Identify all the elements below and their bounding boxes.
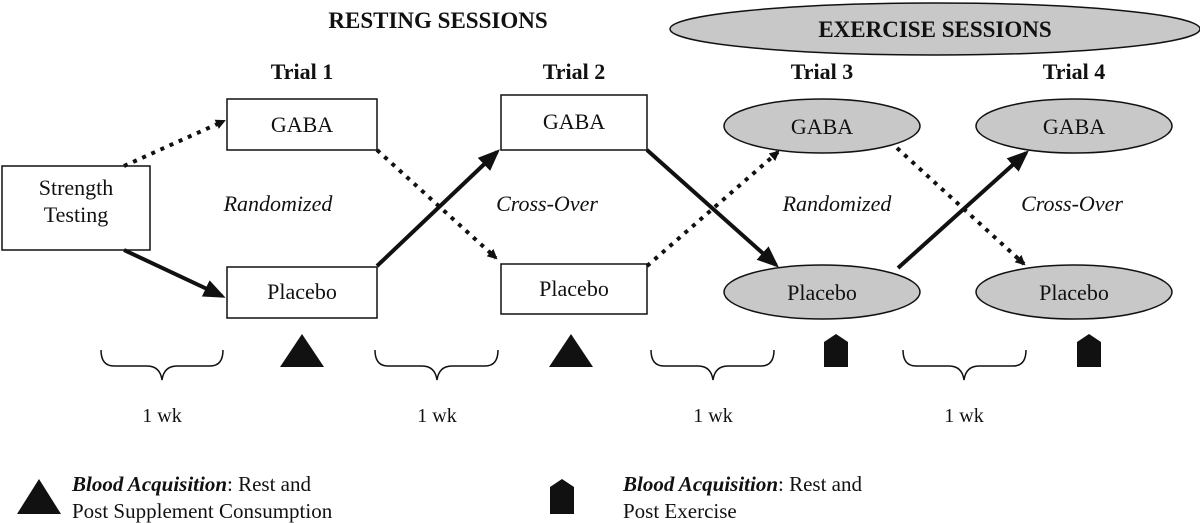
arrow-gaba3-to-placebo4 xyxy=(895,146,1026,266)
triangle-marker-trial-1 xyxy=(280,334,324,367)
pentagon-marker-trial-3 xyxy=(824,334,848,367)
phase-label-randomized-1: Randomized xyxy=(223,191,334,216)
exercise-sessions-ellipse xyxy=(669,2,1200,56)
trial-4-gaba-ellipse xyxy=(975,98,1173,154)
washout-label-2: 1 wk xyxy=(417,405,456,427)
legend-item-1-line2: Post Supplement Consumption xyxy=(72,499,333,523)
trial-4-label: Trial 4 xyxy=(1043,59,1106,84)
pentagon-marker-trial-4 xyxy=(1077,334,1101,367)
strength-testing-box xyxy=(1,165,151,251)
legend-item-2-bold: Blood Acquisition xyxy=(622,472,778,496)
washout-label-4: 1 wk xyxy=(944,405,983,427)
washout-label-1: 1 wk xyxy=(142,405,181,427)
phase-label-crossover-2: Cross-Over xyxy=(1021,191,1123,216)
resting-sessions-header: RESTING SESSIONS xyxy=(328,8,547,33)
arrow-strength-to-gaba xyxy=(123,119,226,168)
legend-triangle-icon xyxy=(17,479,61,514)
trial-4-gaba-label: GABA xyxy=(1043,114,1105,139)
strength-testing-line2: Testing xyxy=(44,202,108,227)
trial-1-gaba-label: GABA xyxy=(271,112,333,137)
legend-item-1-bold: Blood Acquisition xyxy=(71,472,227,496)
arrow-gaba1-to-placebo2 xyxy=(375,148,498,260)
trial-4-placebo-label: Placebo xyxy=(1039,280,1109,305)
legend-item-1-rest: : Rest and xyxy=(227,472,311,496)
washout-brace-4 xyxy=(902,349,1027,381)
legend-item-2-rest: : Rest and xyxy=(778,472,862,496)
arrow-placebo1-to-gaba2 xyxy=(375,149,500,268)
trial-1-gaba-box xyxy=(226,98,378,151)
washout-brace-3 xyxy=(650,349,775,381)
trial-3-gaba-ellipse xyxy=(723,98,921,154)
trial-3-placebo-label: Placebo xyxy=(787,280,857,305)
legend-item-2-line1: Blood Acquisition: Rest and xyxy=(622,472,863,496)
trial-2-placebo-label: Placebo xyxy=(539,276,609,301)
phase-label-crossover-1: Cross-Over xyxy=(496,191,598,216)
arrow-gaba2-to-placebo3 xyxy=(645,148,779,268)
trial-2-placebo-box xyxy=(500,263,648,315)
trial-3-placebo-ellipse xyxy=(723,264,921,320)
strength-testing-line1: Strength xyxy=(39,175,114,200)
trial-1-label: Trial 1 xyxy=(271,59,334,84)
trial-2-gaba-label: GABA xyxy=(543,109,605,134)
legend-item-2-line2: Post Exercise xyxy=(623,499,737,523)
trial-1-placebo-box xyxy=(226,266,378,319)
washout-brace-1 xyxy=(100,349,224,381)
legend-item-1-line1: Blood Acquisition: Rest and xyxy=(71,472,312,496)
trial-3-label: Trial 3 xyxy=(791,59,854,84)
washout-brace-2 xyxy=(374,349,499,381)
exercise-sessions-header: EXERCISE SESSIONS xyxy=(818,17,1051,42)
legend-pentagon-icon xyxy=(550,479,574,514)
trial-1-placebo-label: Placebo xyxy=(267,279,337,304)
trial-2-gaba-box xyxy=(500,94,648,151)
phase-label-randomized-2: Randomized xyxy=(782,191,893,216)
arrow-strength-to-placebo xyxy=(123,248,226,298)
arrow-placebo3-to-gaba4 xyxy=(896,150,1029,270)
triangle-marker-trial-2 xyxy=(549,334,593,367)
trial-4-placebo-ellipse xyxy=(975,264,1173,320)
trial-2-label: Trial 2 xyxy=(543,59,606,84)
trial-3-gaba-label: GABA xyxy=(791,114,853,139)
washout-label-3: 1 wk xyxy=(693,405,732,427)
